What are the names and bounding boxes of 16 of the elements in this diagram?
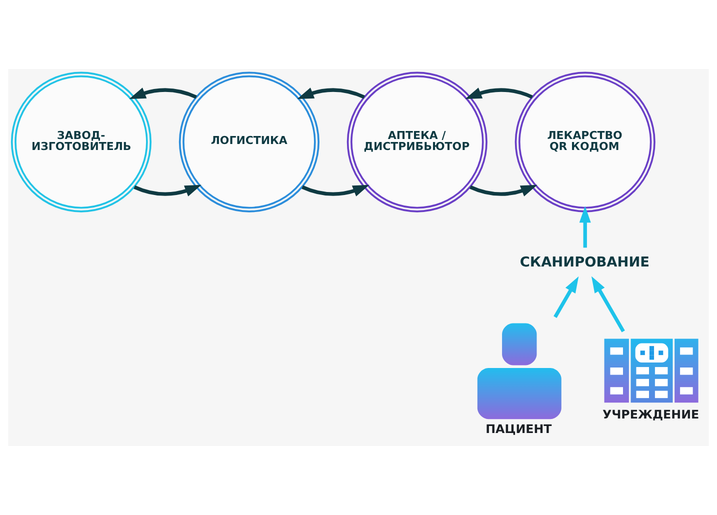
node-circle: ЛЕКАРСТВО QR КОДОМ [514, 72, 656, 212]
node-circle: АПТЕКА / ДИСТРИБЬЮТОР [346, 72, 488, 212]
node-circle: ЛОГИСТИКА [178, 72, 320, 212]
node-circle: ЗАВОД- ИЗГОТОВИТЕЛЬ [10, 72, 152, 212]
arrow [554, 276, 579, 318]
node-text: СКАНИРОВАНИЕ [520, 254, 650, 271]
node-label: ПАЦИЕНТ [486, 422, 552, 436]
arrow [579, 206, 591, 248]
node-label: УЧРЕЖДЕНИЕ [602, 408, 700, 422]
arrow [297, 88, 365, 100]
arrow [591, 276, 625, 332]
arrow [302, 184, 370, 196]
arrow [129, 88, 197, 100]
arrow [470, 184, 538, 196]
arrow [134, 184, 202, 196]
arrow [465, 88, 533, 100]
